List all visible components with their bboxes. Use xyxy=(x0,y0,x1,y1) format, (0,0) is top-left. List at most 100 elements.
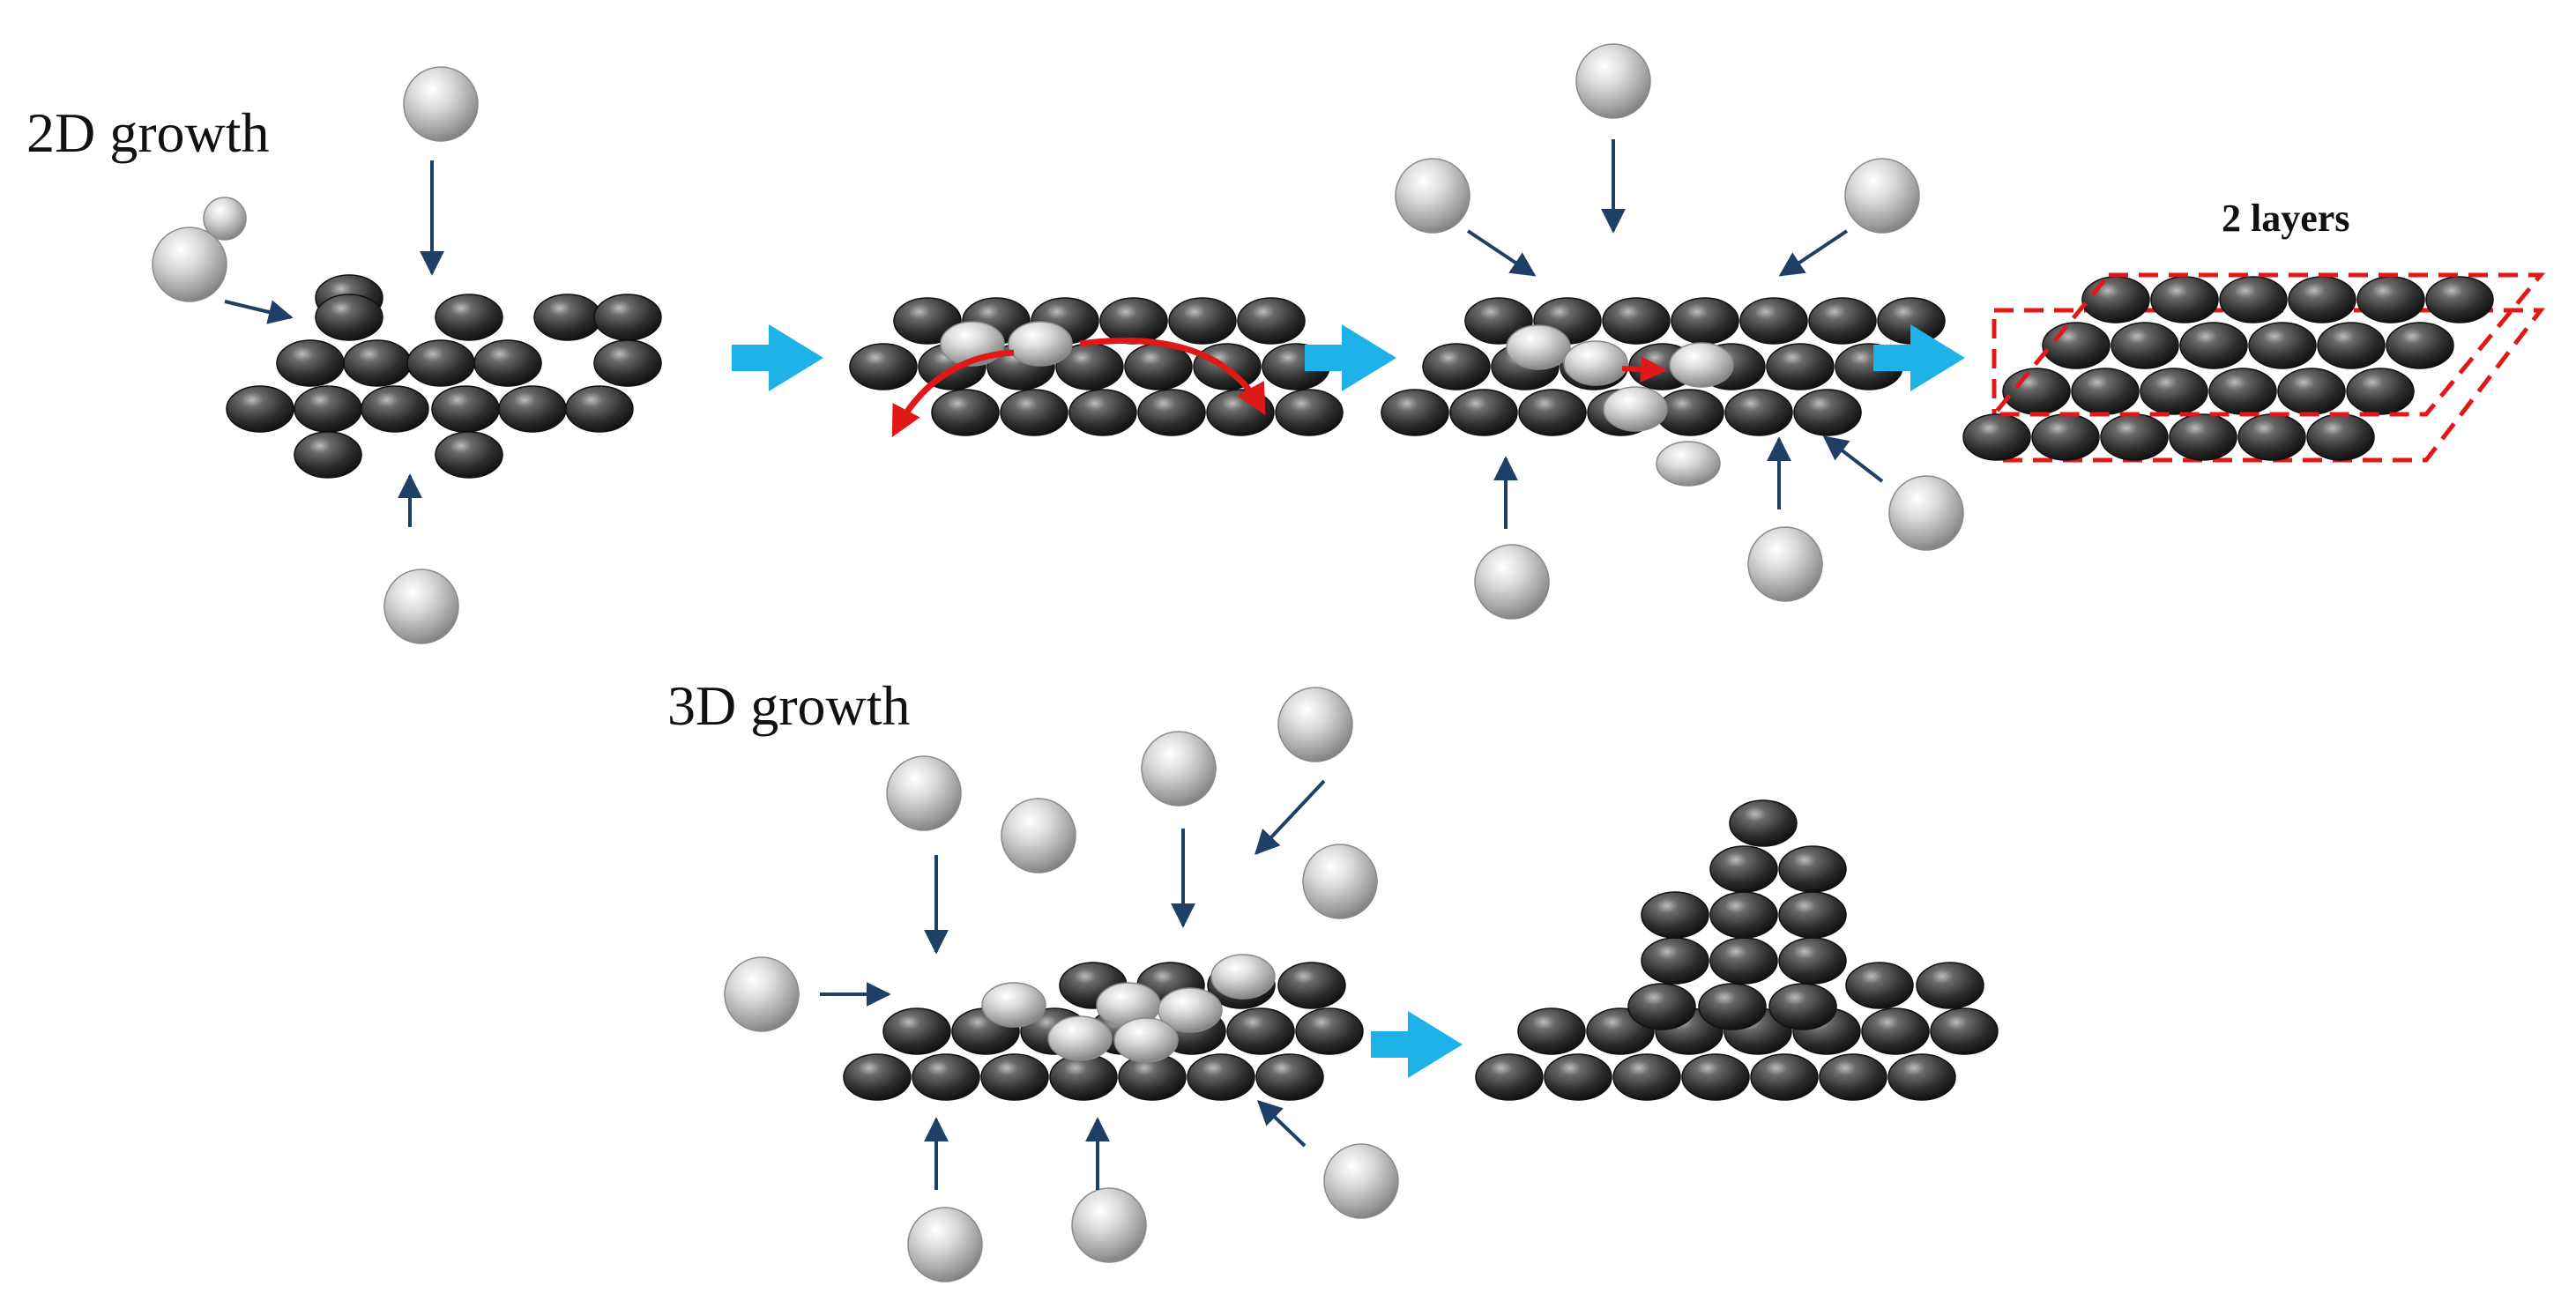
substrate-atom xyxy=(1962,413,2031,461)
substrate-atom xyxy=(2002,368,2071,415)
incoming-adatom xyxy=(1395,158,1470,234)
incoming-adatom xyxy=(1071,1187,1147,1263)
substrate-atom xyxy=(1729,799,1798,847)
substrate-atom xyxy=(473,339,542,387)
substrate-atom xyxy=(2208,368,2277,415)
substrate-atom xyxy=(1068,389,1137,436)
process-arrow xyxy=(1305,324,1396,391)
substrate-atom xyxy=(1681,1053,1750,1101)
substrate-atom xyxy=(435,431,503,479)
substrate-atom xyxy=(431,385,500,433)
substrate-atom xyxy=(1381,389,1449,436)
flux-arrow xyxy=(1778,229,1849,277)
incoming-adatom xyxy=(152,227,227,302)
substrate-atom xyxy=(1627,983,1696,1030)
substrate-atom xyxy=(1778,891,1847,939)
substrate-atom xyxy=(2317,322,2386,369)
substrate-atom xyxy=(1750,1053,1819,1101)
incoming-adatom xyxy=(1747,526,1823,602)
incoming-adatom xyxy=(1575,43,1651,119)
substrate-atom xyxy=(1275,389,1344,436)
substrate-atom xyxy=(1295,1007,1364,1055)
adatom xyxy=(1669,342,1734,388)
process-arrow xyxy=(1371,1011,1463,1078)
substrate-atom xyxy=(2277,368,2346,415)
stage-2d-two-layers xyxy=(1962,272,2546,463)
adatom xyxy=(1047,1015,1113,1061)
substrate-atom xyxy=(315,294,383,341)
adatom xyxy=(1656,441,1721,487)
substrate-atom xyxy=(2169,413,2237,461)
substrate-atom xyxy=(2288,276,2356,323)
substrate-atom xyxy=(2248,322,2317,369)
substrate-atom xyxy=(435,294,503,341)
stage-2d-surface-diffusion xyxy=(849,297,1344,438)
substrate-atom xyxy=(294,385,362,433)
substrate-atom xyxy=(1845,962,1914,1009)
substrate-atom xyxy=(1641,891,1709,939)
substrate-atom xyxy=(1916,962,1984,1009)
substrate-atom xyxy=(1709,937,1778,985)
incoming-adatom xyxy=(1844,158,1920,234)
flux-arrow xyxy=(1256,1100,1307,1148)
incoming-adatom xyxy=(383,569,459,644)
label-2d-growth: 2D growth xyxy=(26,101,270,164)
substrate-atom xyxy=(1724,389,1793,436)
substrate-atom xyxy=(1768,983,1837,1030)
incoming-adatom xyxy=(1888,475,1964,551)
substrate-atom xyxy=(1449,389,1518,436)
substrate-atom xyxy=(1255,1053,1324,1101)
incoming-adatom xyxy=(1474,544,1550,620)
incoming-adatom xyxy=(403,66,479,142)
adatom xyxy=(981,982,1046,1028)
incoming-adatom xyxy=(203,197,247,241)
incoming-adatom xyxy=(1141,731,1217,807)
flux-arrow xyxy=(224,300,294,324)
substrate-atom xyxy=(1808,297,1877,345)
substrate-atom xyxy=(1709,891,1778,939)
substrate-atom xyxy=(1778,937,1847,985)
incoming-adatom xyxy=(886,755,962,831)
flux-arrow xyxy=(1822,435,1884,483)
substrate-atom xyxy=(2356,276,2425,323)
incoming-adatom xyxy=(1302,844,1378,919)
flux-arrow xyxy=(1254,779,1326,856)
substrate-atom xyxy=(2219,276,2288,323)
incoming-adatom xyxy=(1323,1143,1399,1219)
substrate-atom xyxy=(1277,962,1346,1009)
substrate-atom xyxy=(361,385,429,433)
substrate-atom xyxy=(1226,1007,1295,1055)
substrate-atom xyxy=(1137,389,1206,436)
substrate-atom xyxy=(593,339,662,387)
substrate-atom xyxy=(1612,1053,1681,1101)
adatom xyxy=(1506,324,1571,370)
process-arrows xyxy=(732,324,1965,1078)
label-2-layers: 2 layers xyxy=(2222,197,2349,240)
stage-3d-island-pyramid xyxy=(1475,799,1999,1101)
process-arrow xyxy=(732,324,823,391)
incoming-adatom xyxy=(1277,687,1353,762)
adatom xyxy=(1210,954,1276,1000)
substrate-atom xyxy=(406,339,475,387)
substrate-atom xyxy=(1187,1053,1255,1101)
substrate-atom xyxy=(1422,343,1491,390)
substrate-atom xyxy=(2031,413,2100,461)
substrate-atom xyxy=(294,431,362,479)
substrate-atom xyxy=(1049,1053,1118,1101)
substrate-atom xyxy=(533,294,602,341)
substrate-atom xyxy=(1861,1007,1930,1055)
adatom xyxy=(1158,987,1223,1033)
stage-2d-second-layer-nucleation xyxy=(1381,43,1964,620)
substrate-atom xyxy=(843,1053,912,1101)
flux-arrow xyxy=(1466,229,1537,277)
substrate-atom xyxy=(1475,1053,1544,1101)
incoming-adatom xyxy=(1001,798,1076,874)
adatom xyxy=(1603,386,1668,432)
substrate-atom xyxy=(593,294,662,341)
substrate-atom xyxy=(2346,368,2415,415)
substrate-atom xyxy=(1819,1053,1887,1101)
diffusing-adatom xyxy=(1008,321,1073,367)
substrate-atom xyxy=(1517,1007,1586,1055)
substrate-atom xyxy=(2150,276,2219,323)
substrate-atom xyxy=(1168,297,1237,345)
